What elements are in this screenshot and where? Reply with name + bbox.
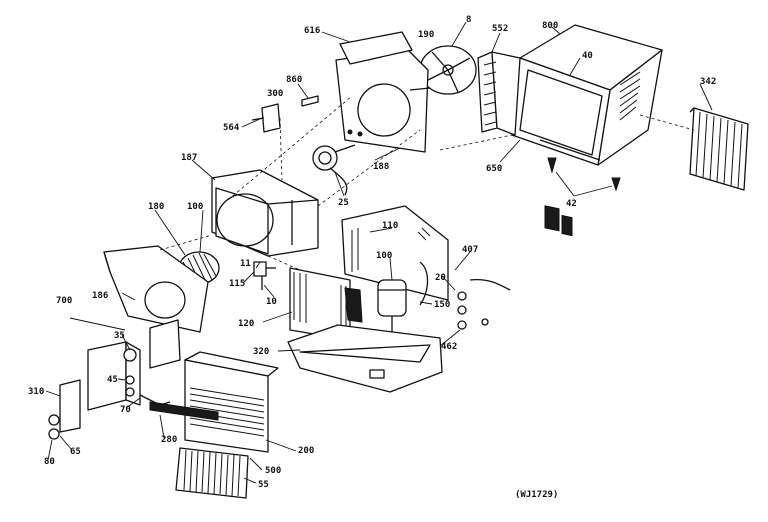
tubing-and-fittings xyxy=(419,261,511,330)
callout-552: 552 xyxy=(492,24,508,34)
front-grille-200 xyxy=(149,351,279,453)
diagram-code: (WJ1729) xyxy=(515,490,558,500)
chassis-110 xyxy=(341,205,449,301)
blower-housing-187 xyxy=(211,169,319,257)
control-parts-11-115 xyxy=(253,261,276,290)
callout-310: 310 xyxy=(28,387,44,397)
callout-10: 10 xyxy=(266,297,277,307)
assembly-lines xyxy=(159,95,695,271)
callout-70: 70 xyxy=(120,405,131,415)
callout-650: 650 xyxy=(486,164,502,174)
fan-motor-25 xyxy=(312,144,356,196)
rear-grille-342 xyxy=(689,107,749,191)
callout-25: 25 xyxy=(338,198,349,208)
leader-lines xyxy=(45,21,713,484)
bracket-parts xyxy=(251,95,319,181)
callout-40: 40 xyxy=(582,51,593,61)
callout-8: 8 xyxy=(466,15,471,25)
evaporator-panel-186 xyxy=(103,245,209,333)
callout-860: 860 xyxy=(286,75,302,85)
callout-100-compressor: 100 xyxy=(376,251,392,261)
callout-11: 11 xyxy=(240,259,251,269)
callout-342: 342 xyxy=(700,77,716,87)
callout-42: 42 xyxy=(566,199,577,209)
callout-55: 55 xyxy=(258,480,269,490)
callout-462: 462 xyxy=(441,342,457,352)
callout-190: 190 xyxy=(418,30,434,40)
callout-700: 700 xyxy=(56,296,72,306)
callout-150: 150 xyxy=(434,300,450,310)
callout-45: 45 xyxy=(107,375,118,385)
cabinet-outer-case xyxy=(511,24,663,237)
frame-panel-552 xyxy=(477,51,521,136)
callout-564: 564 xyxy=(223,123,240,133)
callout-300: 300 xyxy=(267,89,283,99)
callout-180: 180 xyxy=(148,202,164,212)
callout-20: 20 xyxy=(435,273,446,283)
callout-280: 280 xyxy=(161,435,177,445)
callout-80: 80 xyxy=(44,457,55,467)
filter-55 xyxy=(175,447,249,499)
callout-188: 188 xyxy=(373,162,389,172)
callout-100: 100 xyxy=(187,202,203,212)
callout-110: 110 xyxy=(382,221,398,231)
callout-186: 186 xyxy=(92,291,108,301)
callout-35: 35 xyxy=(114,331,125,341)
callout-200: 200 xyxy=(298,446,314,456)
callout-187: 187 xyxy=(181,153,197,163)
callout-320: 320 xyxy=(253,347,269,357)
callout-500: 500 xyxy=(265,466,281,476)
condenser-shroud-188 xyxy=(335,31,431,153)
callout-616: 616 xyxy=(304,26,320,36)
base-pan-320 xyxy=(287,324,443,393)
callout-407: 407 xyxy=(462,245,478,255)
callout-115: 115 xyxy=(229,279,245,289)
callout-800: 800 xyxy=(542,21,558,31)
callout-120: 120 xyxy=(238,319,254,329)
callout-labels: 8 552 800 616 190 40 342 860 300 564 188… xyxy=(28,15,716,500)
compressor-100 xyxy=(377,279,407,332)
callout-65: 65 xyxy=(70,447,81,457)
screws-42 xyxy=(547,157,621,192)
